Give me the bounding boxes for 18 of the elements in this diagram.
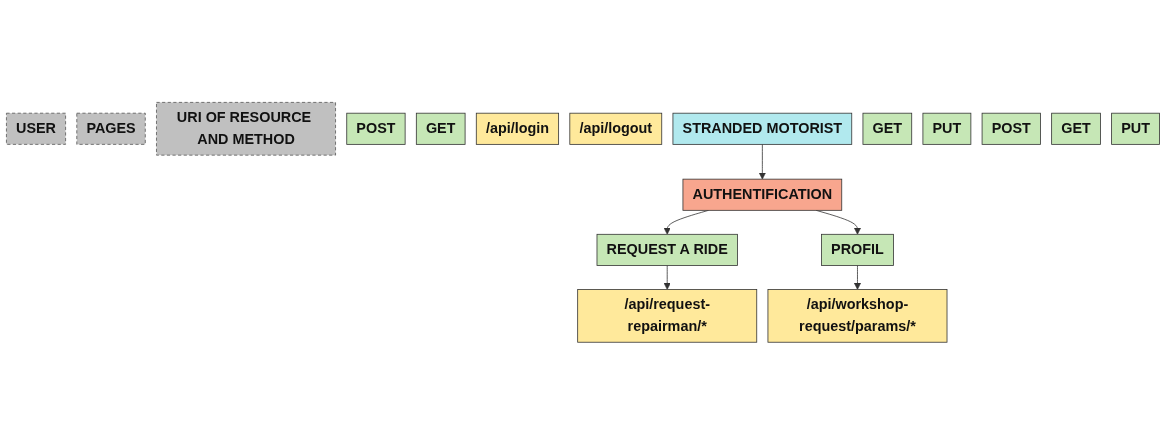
node-box: /api/request-repairman/* [577, 289, 758, 343]
node-box: GET [1051, 112, 1101, 145]
node-box: URI OF RESOURCE AND METHOD [156, 102, 336, 156]
node-box: REQUEST A RIDE [596, 234, 738, 267]
node-box: /api/login [475, 112, 560, 145]
node-box: POST [981, 112, 1041, 145]
node-box: STRANDED MOTORIST [672, 112, 853, 145]
node-box: GET [862, 112, 913, 145]
node-box: PROFIL [821, 234, 894, 267]
node-box: /api/workshop-request/params/* [767, 289, 948, 343]
node-box: PUT [1111, 112, 1160, 145]
node-box: /api/logout [569, 112, 663, 145]
node-box: AUTHENTIFICATION [682, 178, 843, 211]
node-box: PAGES [76, 112, 146, 145]
node-box: POST [346, 112, 406, 145]
node-box: GET [415, 112, 466, 145]
node-box: USER [6, 112, 66, 145]
node-box: PUT [922, 112, 972, 145]
